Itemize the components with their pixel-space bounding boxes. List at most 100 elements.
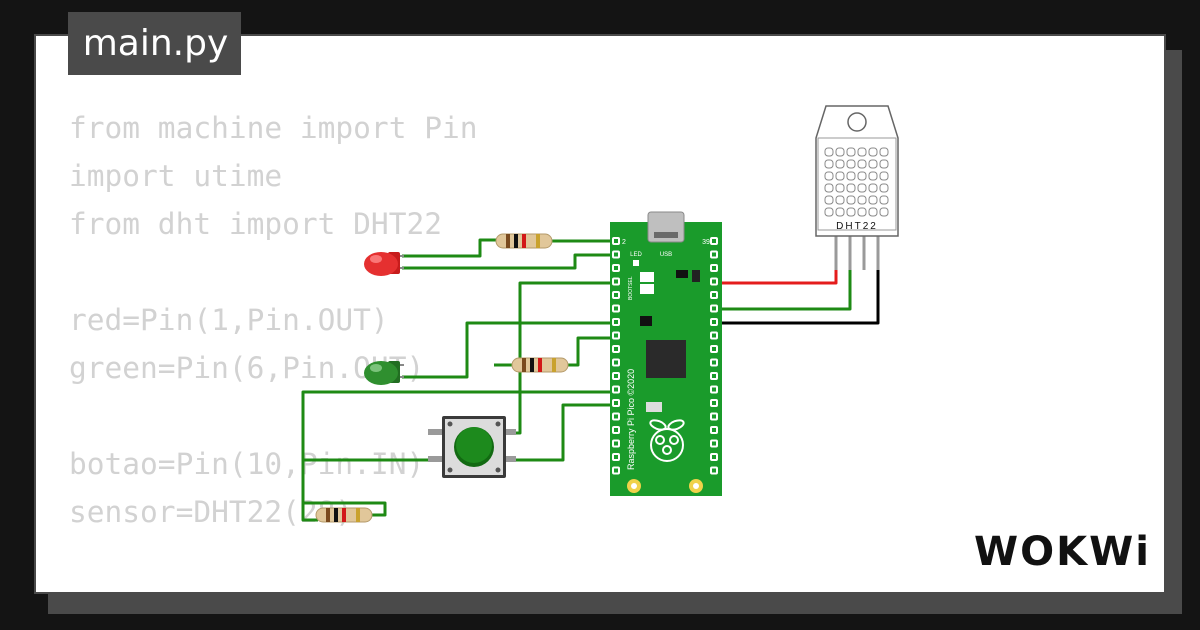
dht-vent-slot [846,195,856,205]
dht-vent-slot [835,147,845,157]
usb-label: USB [660,252,672,258]
wire-gnd-rail [301,390,616,522]
pico-pin-hole [712,441,716,446]
dht-vent-slot [879,147,889,157]
dht-vent-slot [857,159,867,169]
pico-pin-hole [712,428,716,432]
dht22-sensor[interactable]: DHT22 [815,105,899,270]
push-button[interactable] [428,416,516,478]
pico-pin-hole [712,320,716,324]
dht-vent-slot [846,171,856,181]
pico-pin-hole [712,360,716,365]
dht-vent-slot [835,207,845,217]
pico-pin-hole [614,374,618,378]
wire-dht-gnd [712,268,880,325]
dht-vent-slot [879,171,889,181]
dht-vent-slot [879,159,889,169]
preview-card: from machine import Pin import utime from … [34,34,1166,594]
pico-pin-hole [614,252,618,257]
green-led[interactable] [364,361,404,385]
pico-pin-hole [614,428,618,432]
pico-pin-hole [712,266,716,270]
wire-dht-vcc [712,268,838,285]
dht-vent-slot [857,171,867,181]
wire-pullup [303,501,387,517]
code-line: botao=Pin(10,Pin.IN) [69,447,425,481]
wire-red-led-gnd [402,253,616,270]
pico-board[interactable]: USB LED 2 39 BOOTSEL Raspberry Pi Pico ©… [610,211,722,496]
pico-pin-hole [712,374,716,378]
dht-vent-slot [824,147,834,157]
dht-vent-slot [824,171,834,181]
pico-pin-hole [614,293,618,297]
dht-vent-slot [868,183,878,193]
resistor-red-led[interactable] [495,233,553,249]
code-line: from machine import Pin [69,111,478,145]
pico-pin-hole [614,279,618,284]
code-line: red=Pin(1,Pin.OUT) [69,303,389,337]
pico-pin-hole [614,320,618,324]
dht-vent-slot [835,171,845,181]
dht-vent-slot [824,195,834,205]
dht-vent-slot [879,195,889,205]
dht-vent-slot [846,207,856,217]
dht-vent-slot [824,207,834,217]
pico-pin-hole [712,333,716,338]
pico-pin-hole [712,455,716,459]
dht-vent-slot [868,207,878,217]
pico-pin-hole [614,414,618,419]
pico-pin-hole [614,401,618,405]
pico-pin-hole [614,266,618,270]
dht-vent-slot [857,147,867,157]
dht-vent-slot [835,159,845,169]
dht-vent-slot [824,159,834,169]
code-line: import utime [69,159,283,193]
code-line: from dht import DHT22 [69,207,442,241]
code-line: while True: [69,584,478,592]
wokwi-logo: WOKWi [974,529,1151,575]
dht-vent-slot [846,183,856,193]
resistor-pullup[interactable] [315,507,373,523]
dht-vent-slot [868,159,878,169]
wire-green-resistor-pin [565,336,616,367]
pico-pin-hole [614,455,618,459]
pico-pin-hole [614,387,618,392]
pico-pin-hole [712,252,716,257]
dht-vent-slot [857,195,867,205]
pico-pin-hole [614,468,618,473]
pico-pin-hole [712,468,716,473]
raspberry-logo-icon [649,419,685,462]
wire-green-led-pin [402,321,616,379]
dht22-label: DHT22 [836,221,878,232]
dht-vent-slot [857,183,867,193]
pico-pin-header [612,237,718,475]
code-line: sensor=DHT22(28) [69,495,354,529]
dht-vent-slot [868,195,878,205]
wire-red-led-resistor [402,238,498,258]
pico-pin-hole [614,333,618,338]
dht-vent-grid [824,147,889,217]
dht-vent-slot [824,183,834,193]
dht-vent-slot [835,183,845,193]
pico-pin-hole [712,279,716,284]
dht-vent-slot [868,171,878,181]
pico-pin-hole [712,414,716,419]
dht-vent-slot [835,195,845,205]
code-line: green=Pin(6,Pin.OUT) [69,351,425,385]
pico-pin-hole [712,401,716,405]
dht-vent-slot [846,159,856,169]
dht-vent-slot [868,147,878,157]
red-led[interactable] [364,252,404,276]
file-tab[interactable]: main.py [68,12,241,75]
pico-pin-hole [614,347,618,351]
dht-vent-slot [879,207,889,217]
bootsel-label: BOOTSEL [628,276,634,300]
resistor-green-led[interactable] [511,357,569,373]
pico-pin-hole [712,347,716,351]
dht-vent-slot [879,183,889,193]
pico-pin-hole [712,293,716,297]
pico-pin-hole [614,360,618,365]
dht-vent-slot [846,147,856,157]
pico-pin-hole [712,306,716,311]
